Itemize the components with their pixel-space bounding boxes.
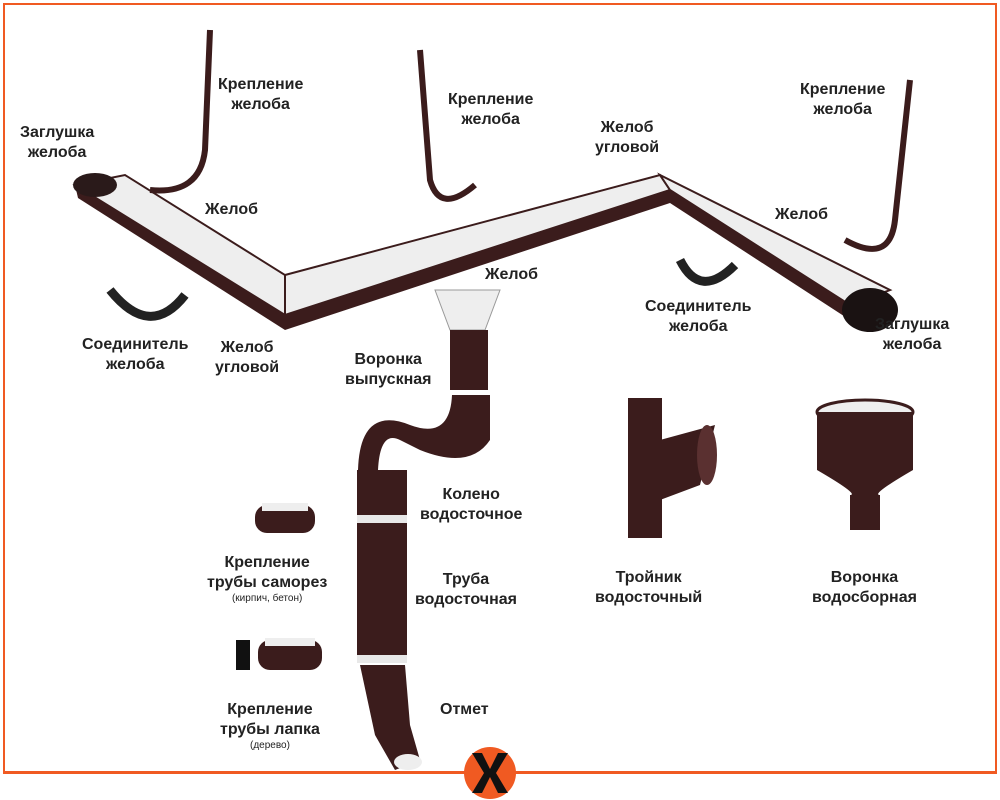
label-gutter-2: Желоб: [485, 266, 538, 283]
label-gutter-3: Желоб: [775, 206, 828, 223]
funnel: [815, 398, 915, 530]
tee: [628, 398, 717, 538]
clamp-screw-note: (кирпич, бетон): [231, 593, 303, 604]
clamp-leg-note: (дерево): [249, 740, 290, 751]
label-gutter-1: Желоб: [205, 201, 258, 218]
gutter-brackets: [149, 29, 913, 252]
brand-logo: [464, 747, 516, 799]
label-outlet-bottom: Отмет: [440, 701, 489, 718]
downpipe: [357, 289, 501, 770]
pipe-clamps: [236, 503, 322, 670]
gutter-run: [72, 172, 898, 332]
connectors: [106, 257, 739, 321]
